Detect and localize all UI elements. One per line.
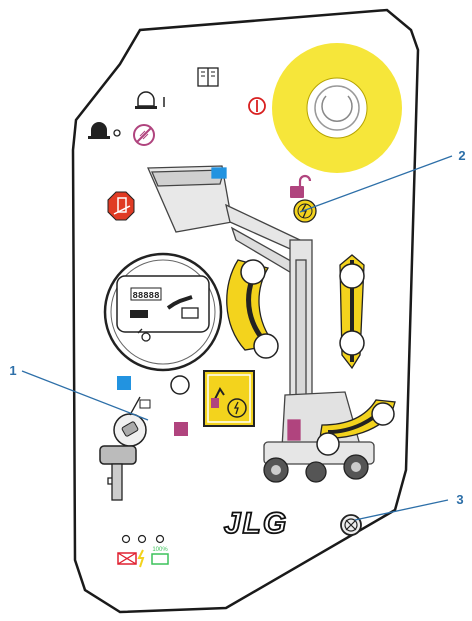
mast-lift-control[interactable]: [340, 255, 364, 368]
platform-mode-indicator: [174, 422, 188, 436]
tilt-alarm-icon: [108, 192, 134, 220]
callout-3-number: 3: [456, 492, 463, 507]
gauge-readout: 88888: [132, 291, 159, 301]
brand-logo-text: JLG: [224, 507, 288, 540]
callout-2-number: 2: [458, 148, 465, 163]
horn-button[interactable]: [341, 515, 361, 535]
function-enable-button[interactable]: [204, 371, 254, 426]
mode-indicator-led: [171, 376, 189, 394]
brand-logo: JLG: [224, 507, 288, 540]
hour-battery-gauge: 88888: [105, 254, 221, 370]
ground-mode-indicator: [117, 376, 131, 390]
emergency-stop-button[interactable]: [272, 43, 402, 173]
lightning-enable-icon: [294, 200, 316, 222]
callout-1-number: 1: [9, 363, 16, 378]
battery-full-label: 100%: [152, 547, 168, 553]
